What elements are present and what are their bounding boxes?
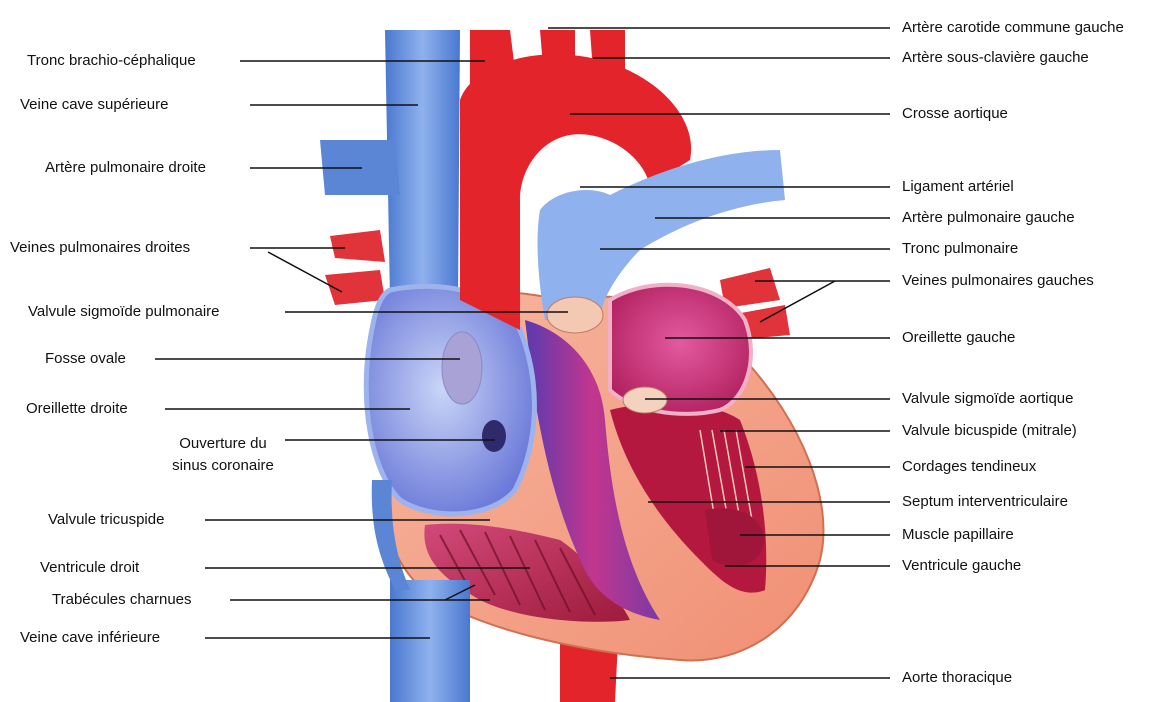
pulmonary-valve [547, 297, 603, 333]
label-ventricule-gauche: Ventricule gauche [902, 557, 1021, 575]
label-artere-pulmonaire-droite: Artère pulmonaire droite [45, 159, 206, 177]
left-common-carotid [540, 30, 575, 90]
right-pulmonary-vein-upper [330, 230, 385, 262]
left-subclavian [590, 30, 625, 100]
label-valvule-sigmoide-pulmonaire: Valvule sigmoïde pulmonaire [28, 303, 220, 321]
brachiocephalic-trunk [470, 30, 520, 110]
label-aorte-thoracique: Aorte thoracique [902, 669, 1012, 687]
label-valvule-bicuspide-mitrale: Valvule bicuspide (mitrale) [902, 422, 1077, 440]
label-veine-cave-inferieure: Veine cave inférieure [20, 629, 160, 647]
label-veines-pulmonaires-gauches: Veines pulmonaires gauches [902, 272, 1094, 290]
aortic-valve [623, 387, 667, 413]
label-ventricule-droit: Ventricule droit [40, 559, 139, 577]
label-veine-cave-superieure: Veine cave supérieure [20, 96, 168, 114]
label-trabecules-charnues: Trabécules charnues [52, 591, 192, 609]
label-sinus-coronaire: sinus coronaire [168, 457, 278, 475]
label-cordages-tendineux: Cordages tendineux [902, 458, 1036, 476]
label-veines-pulmonaires-droites: Veines pulmonaires droites [10, 239, 190, 257]
label-tronc-pulmonaire: Tronc pulmonaire [902, 240, 1018, 258]
label-tronc-brachio-cephalique: Tronc brachio-céphalique [27, 52, 196, 70]
coronary-sinus-opening [482, 420, 506, 452]
label-ouverture-du: Ouverture du [168, 435, 278, 453]
label-oreillette-gauche: Oreillette gauche [902, 329, 1015, 347]
label-muscle-papillaire: Muscle papillaire [902, 526, 1014, 544]
label-crosse-aortique: Crosse aortique [902, 105, 1008, 123]
label-septum-interventriculaire: Septum interventriculaire [902, 493, 1068, 511]
label-oreillette-droite: Oreillette droite [26, 400, 128, 418]
label-artere-pulmonaire-gauche: Artère pulmonaire gauche [902, 209, 1075, 227]
label-valvule-tricuspide: Valvule tricuspide [48, 511, 164, 529]
inferior-vena-cava [390, 580, 470, 702]
label-ligament-arteriel: Ligament artériel [902, 178, 1014, 196]
label-fosse-ovale: Fosse ovale [45, 350, 126, 368]
fossa-ovalis [442, 332, 482, 404]
label-artere-sous-claviere-gauche: Artère sous-clavière gauche [902, 49, 1089, 67]
label-valvule-sigmoide-aortique: Valvule sigmoïde aortique [902, 390, 1074, 408]
label-artere-carotide-commune-gauche: Artère carotide commune gauche [902, 19, 1124, 37]
